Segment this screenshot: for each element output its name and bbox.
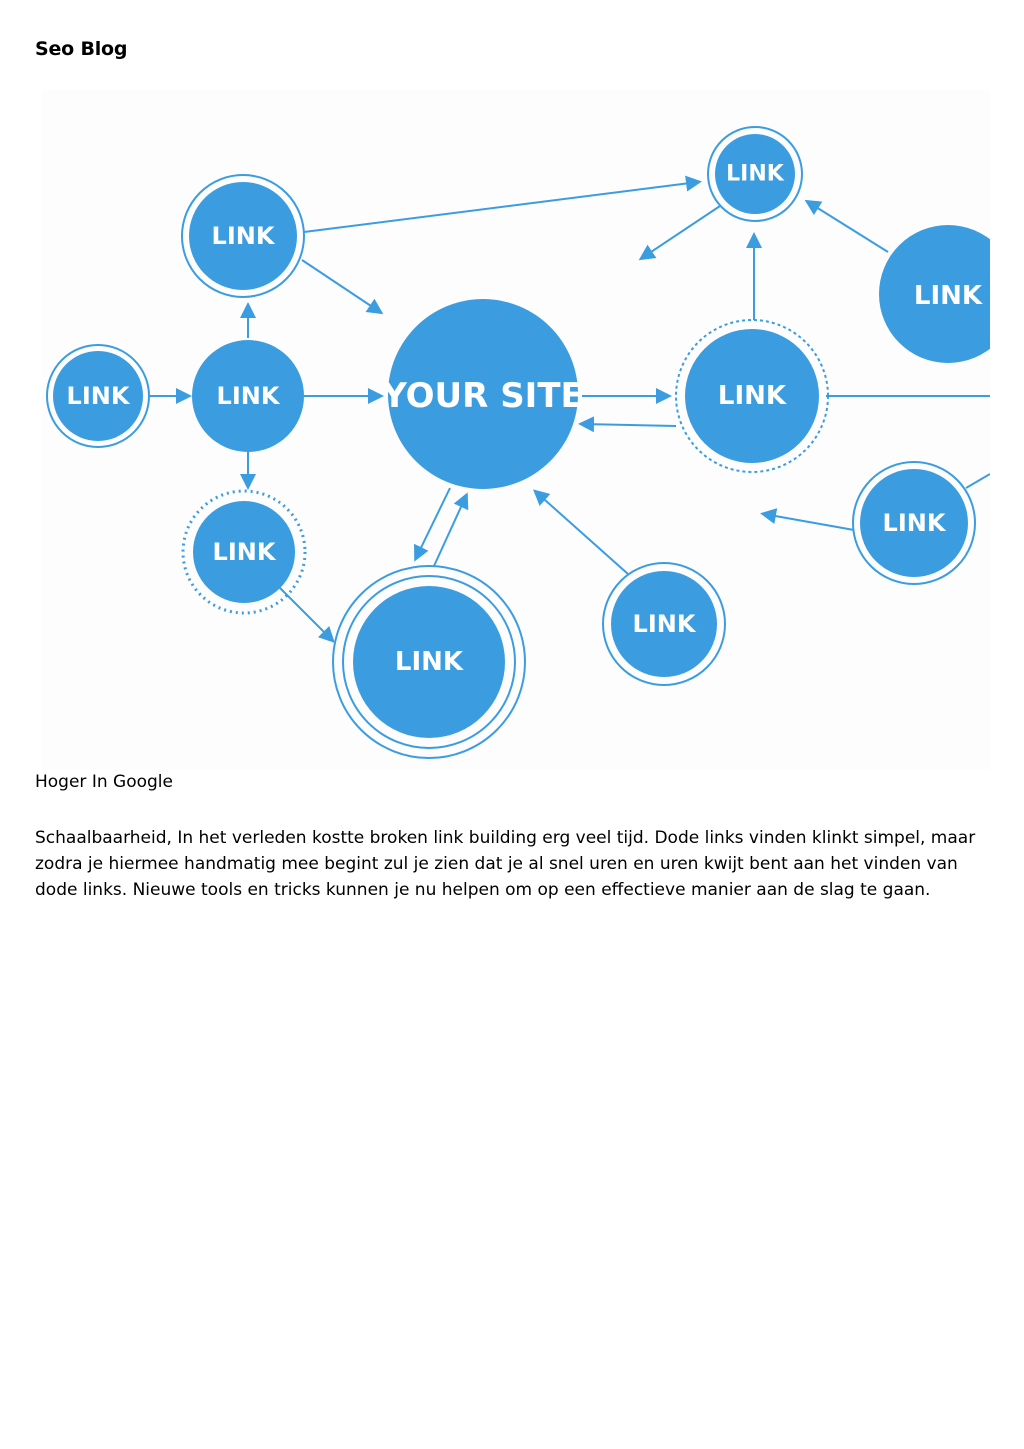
node-label: LINK bbox=[718, 381, 787, 411]
node-top-left: LINK bbox=[181, 174, 305, 298]
node-dotted-left: LINK bbox=[181, 489, 307, 615]
link-diagram-svg: LINK LINK LINK LINK YOUR SITE LINK bbox=[46, 126, 990, 759]
node-label: LINK bbox=[914, 281, 983, 311]
center-label: YOUR SITE bbox=[381, 376, 584, 416]
node-bottom-right: LINK bbox=[602, 562, 726, 686]
node-label: LINK bbox=[217, 382, 281, 410]
arrow-link-diag bbox=[301, 259, 384, 315]
arrow-farright-to-top bbox=[804, 199, 889, 253]
diagram-arrows bbox=[150, 175, 990, 643]
node-label: LINK bbox=[883, 509, 947, 537]
node-your-site: YOUR SITE bbox=[381, 299, 584, 489]
node-label: LINK bbox=[633, 610, 697, 638]
page-title: Seo Blog bbox=[35, 38, 128, 60]
arrow-top-link-diag bbox=[638, 205, 721, 261]
article-paragraph: Schaalbaarheid, In het verleden kostte b… bbox=[35, 828, 976, 900]
arrow-bottomright-to-yoursite bbox=[533, 489, 629, 575]
arrow-link-to-top-link bbox=[303, 175, 702, 233]
node-top-right: LINK bbox=[707, 126, 803, 222]
arrow-yoursite-down bbox=[414, 487, 451, 562]
article-subheading: Hoger In Google bbox=[35, 772, 173, 792]
node-label: LINK bbox=[395, 647, 464, 677]
node-dashed-right: LINK bbox=[675, 319, 829, 473]
arrow-right-to-yoursite bbox=[578, 416, 677, 433]
node-far-right-mid: LINK bbox=[852, 461, 976, 585]
node-label: LINK bbox=[213, 538, 277, 566]
arrow-bottom-up bbox=[433, 492, 469, 567]
arrow-to-edge-2 bbox=[965, 473, 990, 489]
node-label: LINK bbox=[212, 222, 276, 250]
node-label: LINK bbox=[726, 162, 785, 187]
link-building-diagram: LINK LINK LINK LINK YOUR SITE LINK bbox=[42, 90, 990, 770]
node-label: LINK bbox=[67, 382, 131, 410]
node-far-right-top: LINK bbox=[879, 225, 990, 363]
node-left-outer: LINK bbox=[46, 344, 150, 448]
node-mid-left: LINK bbox=[192, 340, 304, 452]
arrow-right-link-left bbox=[760, 508, 855, 531]
node-bottom-center: LINK bbox=[332, 565, 526, 759]
arrow-dotted-to-bottom bbox=[277, 585, 335, 643]
